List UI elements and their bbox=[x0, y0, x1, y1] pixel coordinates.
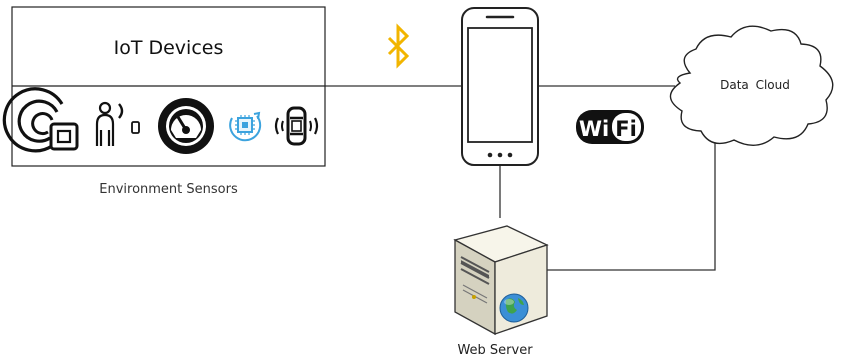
web-server-label: Web Server bbox=[457, 343, 533, 358]
wifi-badge-text-fi: Fi bbox=[615, 117, 637, 141]
data-cloud-label: Data Cloud bbox=[720, 78, 790, 92]
person-proximity-icon bbox=[95, 101, 140, 146]
gauge-icon bbox=[158, 98, 214, 154]
bluetooth-icon bbox=[387, 23, 410, 69]
cloud-shape[interactable] bbox=[669, 25, 834, 146]
wifi-badge-icon: Wi Fi bbox=[576, 110, 644, 144]
tower-server-icon[interactable] bbox=[453, 225, 549, 336]
globe-icon bbox=[499, 293, 529, 323]
smartphone-icon[interactable] bbox=[461, 7, 539, 166]
wifi-badge-text-wi: Wi bbox=[579, 117, 609, 141]
chip-sensor-icon bbox=[229, 111, 262, 142]
environment-sensors-caption: Environment Sensors bbox=[99, 182, 238, 197]
rfid-tag-icon bbox=[2, 87, 79, 153]
link-server-to-cloud bbox=[547, 140, 716, 271]
connection-lines bbox=[325, 85, 716, 271]
car-signal-icon bbox=[274, 106, 319, 146]
iot-devices-title: IoT Devices bbox=[113, 37, 224, 59]
